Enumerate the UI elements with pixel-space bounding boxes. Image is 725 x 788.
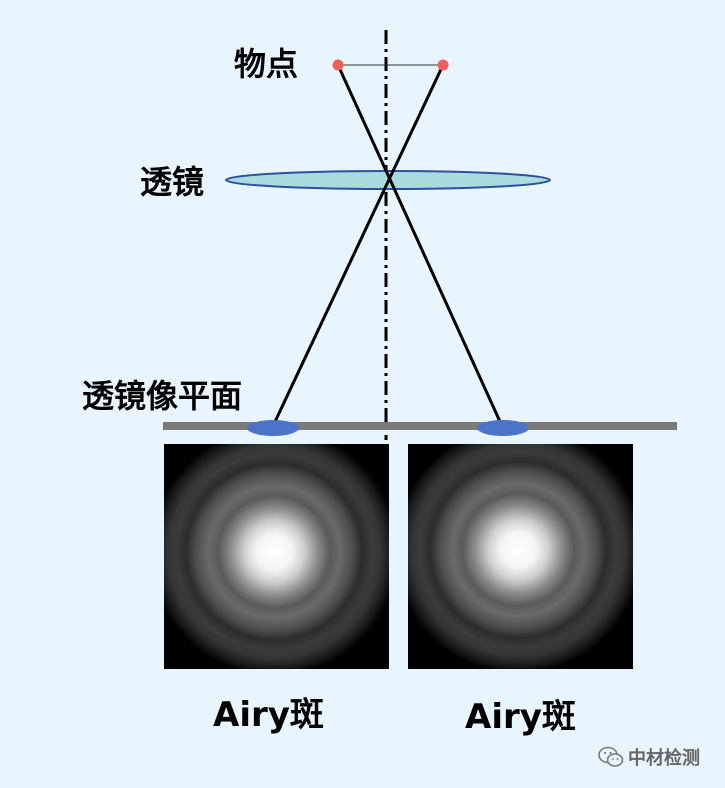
- airy-disc-image: [164, 444, 389, 669]
- airy-pattern-left: [164, 444, 389, 669]
- image-spot-left: [247, 420, 299, 436]
- ray-left-object: [336, 64, 504, 427]
- object-point-right: [437, 59, 449, 71]
- wechat-icon: [598, 746, 624, 767]
- airy-label-right: Airy斑: [465, 697, 576, 737]
- airy-label-left: Airy斑: [213, 695, 324, 735]
- airy-disc-image: [408, 444, 633, 669]
- object-point-left: [332, 59, 344, 71]
- image-spot-right: [477, 420, 529, 436]
- lens-label: 透镜: [140, 163, 205, 201]
- airy-pattern-right: [408, 444, 633, 669]
- ray-right-object: [271, 64, 445, 427]
- watermark-text: 中材检测: [628, 748, 700, 769]
- object-point-label: 物点: [234, 45, 299, 83]
- image-plane-label: 透镜像平面: [82, 377, 243, 415]
- watermark: 中材检测: [598, 744, 700, 770]
